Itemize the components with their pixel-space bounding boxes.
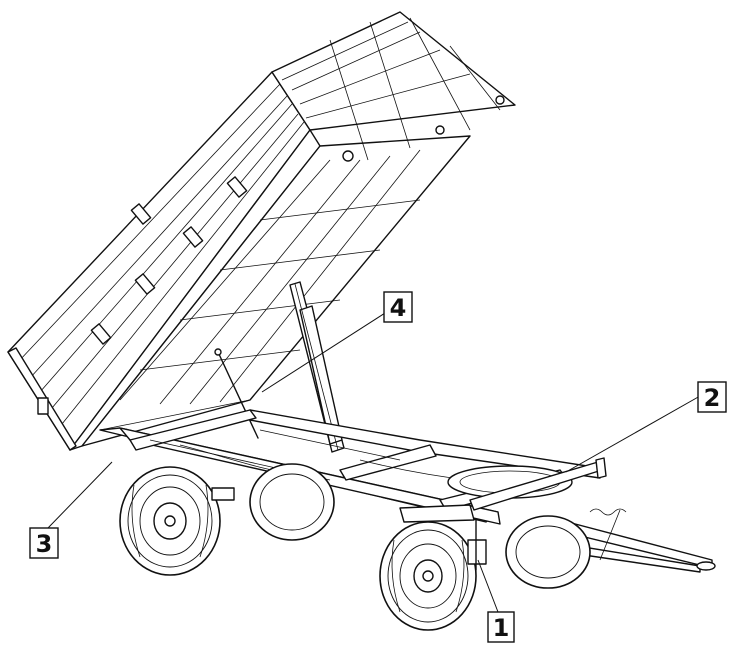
svg-text:3: 3 bbox=[36, 530, 53, 558]
svg-text:4: 4 bbox=[390, 294, 407, 322]
chassis-frame bbox=[99, 409, 607, 525]
tipping-box bbox=[7, 11, 516, 451]
brake-units bbox=[211, 487, 487, 571]
svg-text:2: 2 bbox=[704, 384, 721, 412]
hydraulic-cylinder bbox=[289, 281, 345, 453]
wheel-front-back bbox=[505, 515, 591, 589]
callout-2: 2 bbox=[697, 381, 727, 413]
tipping-lever bbox=[214, 348, 259, 439]
wheel-rear-back bbox=[249, 463, 335, 541]
wheel-front-front bbox=[379, 521, 477, 631]
callout-4: 4 bbox=[383, 291, 413, 323]
callout-3: 3 bbox=[29, 527, 59, 559]
wheel-rear-front bbox=[119, 466, 221, 576]
svg-text:1: 1 bbox=[493, 614, 510, 642]
callout-1: 1 bbox=[487, 611, 515, 643]
